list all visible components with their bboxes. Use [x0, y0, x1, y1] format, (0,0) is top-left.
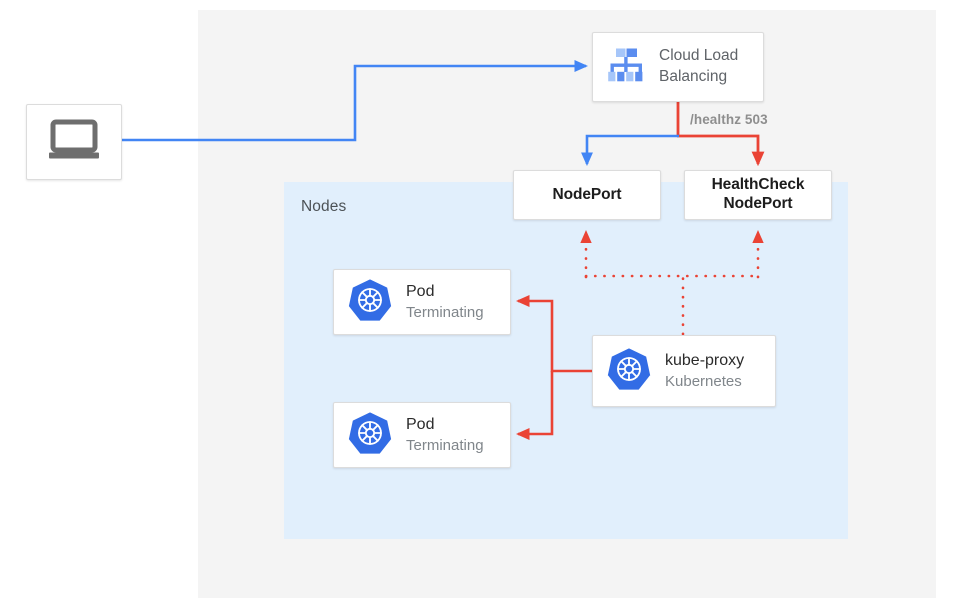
cloud-load-balancing-node[interactable]: Cloud Load Balancing — [592, 32, 764, 102]
load-balancer-title-line-1: Cloud Load — [659, 47, 739, 65]
nodes-region-label: Nodes — [301, 198, 347, 215]
healthz-edge-label: /healthz 503 — [690, 112, 768, 127]
laptop-icon — [47, 119, 101, 166]
healthcheck-nodeport-label-line-1: HealthCheck — [711, 176, 805, 194]
kube-proxy-node[interactable]: kube-proxy Kubernetes — [592, 335, 776, 407]
pod-b-title: Pod — [406, 416, 435, 434]
healthcheck-nodeport-node[interactable]: HealthCheck NodePort — [684, 170, 832, 220]
healthcheck-nodeport-label-line-2: NodePort — [723, 195, 793, 212]
pod-node-b[interactable]: Pod Terminating — [333, 402, 511, 468]
nodeport-label: NodePort — [552, 185, 622, 203]
pod-node-a[interactable]: Pod Terminating — [333, 269, 511, 335]
kubernetes-icon — [607, 347, 651, 396]
kube-proxy-title: kube-proxy — [665, 352, 745, 370]
kubernetes-icon — [348, 411, 392, 460]
kubernetes-icon — [348, 278, 392, 327]
cloud-load-balancing-icon — [603, 42, 649, 93]
pod-b-status: Terminating — [406, 436, 484, 454]
kube-proxy-subtitle: Kubernetes — [665, 372, 742, 390]
client-node[interactable] — [26, 104, 122, 180]
load-balancer-title-line-2: Balancing — [659, 68, 728, 85]
nodeport-node[interactable]: NodePort — [513, 170, 661, 220]
pod-a-title: Pod — [406, 283, 435, 301]
pod-a-status: Terminating — [406, 303, 484, 321]
